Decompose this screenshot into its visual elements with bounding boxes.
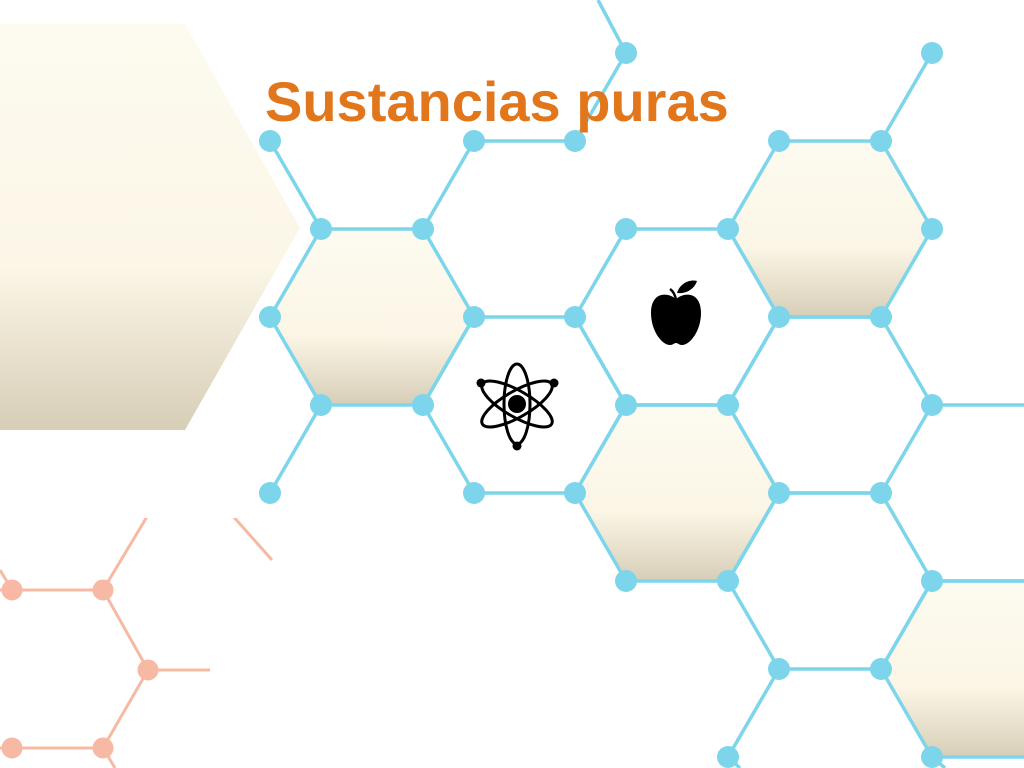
hexagon-fills: [270, 141, 1024, 757]
large-hexagon: [0, 24, 300, 430]
blue-nodes: [259, 42, 943, 768]
slide-title: Sustancias puras: [265, 70, 729, 133]
coral-network: [0, 514, 274, 768]
coral-mask: [140, 505, 260, 518]
apple-icon: [651, 280, 701, 345]
atom-icon: [476, 362, 559, 451]
